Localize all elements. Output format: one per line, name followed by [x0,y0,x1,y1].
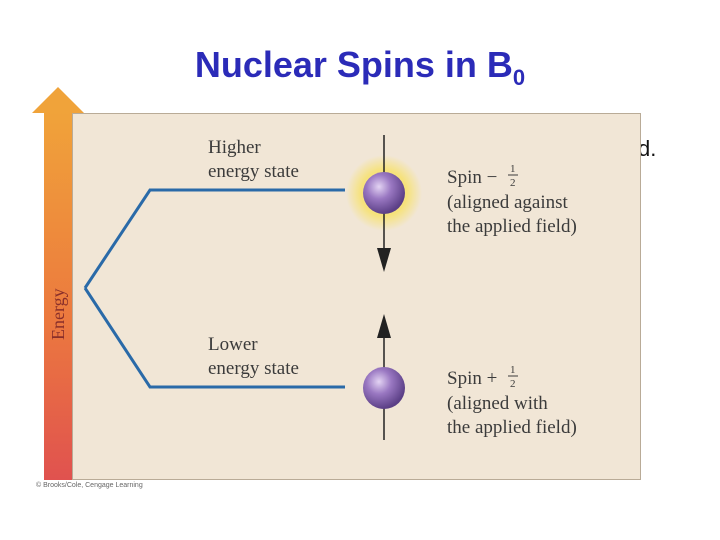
energy-axis-label: Energy [48,288,68,340]
upper-spin-sphere [363,172,405,214]
image-credit: © Brooks/Cole, Cengage Learning [36,482,143,489]
lower-level-line [83,287,345,389]
up-arrow-icon [377,314,391,338]
spin-minus-line3: the applied field) [447,216,577,237]
spin-plus-frac-den: 2 [510,378,516,390]
spin-minus-frac-den: 2 [510,177,516,189]
background-text-fragment: d. [638,136,657,161]
spin-minus-frac-num: 1 [510,163,516,175]
down-arrow-icon [377,248,391,272]
spin-plus-line2: (aligned with [447,393,548,414]
energy-axis-bar [44,112,72,480]
title-text: Nuclear Spins in B [194,44,513,85]
spin-plus-label: Spin + [447,368,497,389]
lower-state-line1: Lower [208,334,258,355]
spin-plus-frac-num: 1 [510,364,516,376]
title-subscript: 0 [512,65,526,91]
spin-minus-line2: (aligned against [447,192,569,213]
lower-spin-sphere [363,367,405,409]
spin-plus-line3: the applied field) [447,417,577,438]
slide-title: Nuclear Spins in B0 [0,44,720,91]
energy-arrowhead [32,87,84,113]
higher-state-line2: energy state [208,161,299,182]
higher-state-line1: Higher [208,137,261,158]
higher-level-line [83,188,345,289]
lower-state-line2: energy state [208,358,299,379]
spin-minus-label: Spin − [447,167,497,188]
